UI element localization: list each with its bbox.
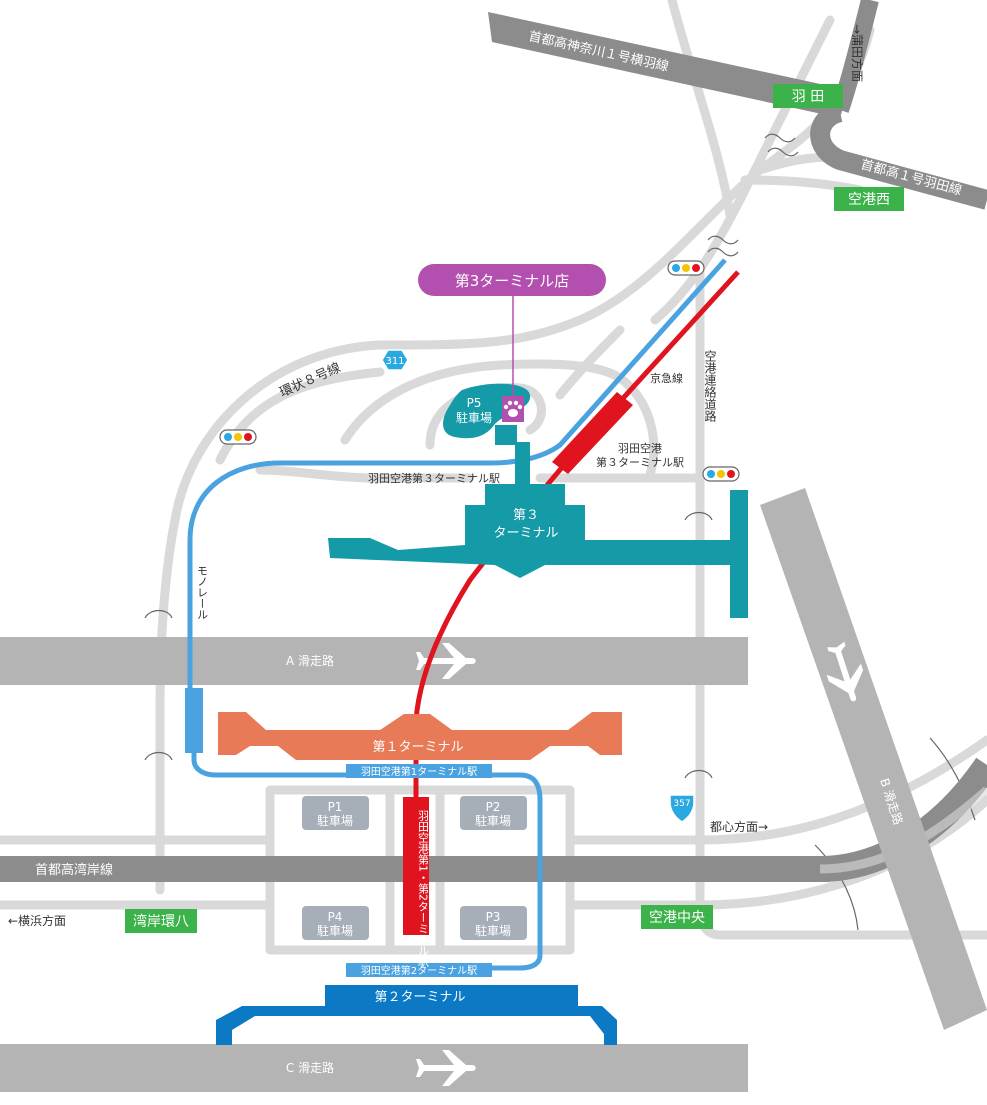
p1-parking (302, 796, 369, 830)
exit-kuko-chuo (641, 905, 713, 929)
runway-c (0, 1044, 748, 1092)
runway-a-label: A 滑走路 (286, 653, 334, 668)
exit-wangan-kanpachi (125, 909, 197, 933)
keikyu-t3-label-1: 羽田空港 (618, 441, 662, 455)
terminal-2 (216, 985, 617, 1045)
route-357-label: 357 (673, 799, 690, 809)
monorail-t1-label: 羽田空港第1ターミナル駅 (361, 765, 477, 778)
p5-label-2: 駐車場 (456, 410, 492, 425)
terminal-1 (218, 712, 622, 760)
runways (0, 488, 987, 1092)
exit-haneda (773, 84, 843, 108)
kamata-direction-label: →蒲田方面 (850, 24, 865, 82)
p1-label-1: P1 (328, 800, 343, 814)
p2-label-2: 駐車場 (475, 813, 511, 828)
p2-label-1: P2 (486, 800, 501, 814)
tokyo-direction-label: 都心方面→ (710, 819, 768, 834)
store-name: 第3ターミナル店 (455, 272, 570, 290)
monorail-loop (191, 752, 543, 971)
wangan-label: 首都高湾岸線 (35, 862, 113, 878)
traffic-light-icon (667, 260, 705, 276)
t1-label: 第１ターミナル (372, 740, 463, 755)
monorail-t3-label: 羽田空港第３ターミナル駅 (368, 471, 500, 485)
t3-label-1: 第３ (513, 508, 539, 523)
keikyu-t12-label: 羽田空港第1・第2ターミナル駅 (417, 810, 430, 968)
rail-lines (185, 258, 740, 971)
t3-building (328, 484, 732, 578)
t2-label: 第２ターミナル (374, 990, 465, 1005)
monorail-t1-label-box (346, 764, 492, 778)
t3-pier (730, 490, 748, 618)
p3-parking (460, 906, 527, 940)
store-bubble (418, 264, 606, 296)
keikyu-t3-label-2: 第３ターミナル駅 (596, 455, 684, 469)
exit-wangan-kanpachi-label: 湾岸環八 (133, 913, 189, 930)
keikyu-line-label: 京急線 (650, 371, 683, 385)
exit-haneda-label: 羽 田 (792, 89, 824, 105)
keikyu-t12-platform (403, 797, 429, 935)
runway-b (760, 488, 987, 1030)
p2-parking (460, 796, 527, 830)
t3-connector (495, 425, 517, 445)
p4-label-2: 駐車場 (317, 923, 353, 938)
p4-label-1: P4 (328, 910, 343, 924)
yokohama-direction-label: ←横浜方面 (8, 913, 66, 928)
monorail-line (187, 258, 727, 690)
monorail-label: モノレール (196, 565, 209, 620)
store-marker (418, 264, 606, 422)
p1-label-2: 駐車場 (317, 813, 353, 828)
paw-icon (503, 400, 523, 417)
exit-signs (125, 84, 904, 933)
runway-a (0, 637, 748, 685)
keikyu-line (413, 270, 740, 800)
p5-label-1: P5 (467, 396, 482, 410)
route-311-label: 311 (385, 356, 404, 367)
exit-kuko-nishi-label: 空港西 (848, 192, 890, 208)
t3-connector (515, 442, 530, 484)
keikyu-t3-platform (552, 392, 633, 474)
traffic-light-icon (702, 466, 740, 482)
p3-label-1: P3 (486, 910, 501, 924)
route-shield-357: 357 (669, 794, 695, 823)
monorail-station-platform (185, 688, 203, 753)
airport-road-label: 空港連絡道路 (703, 350, 717, 423)
p4-parking (302, 906, 369, 940)
p3-label-2: 駐車場 (475, 923, 511, 938)
runway-c-label: C 滑走路 (286, 1060, 334, 1075)
monorail-t2-label-box (346, 963, 492, 977)
traffic-light-icon (219, 429, 257, 445)
map-labels: 首都高神奈川１号横羽線 首都高１号羽田線 首都高湾岸線 環状８号線 空港連絡道路… (8, 24, 964, 1075)
bridge-marks (144, 133, 976, 931)
exit-kuko-chuo-label: 空港中央 (649, 910, 705, 926)
t3-label-2: ターミナル (493, 526, 558, 541)
parking-lots (302, 796, 527, 940)
monorail-t2-label: 羽田空港第2ターミナル駅 (361, 964, 477, 977)
route-shield-311: 311 (381, 349, 409, 371)
exit-kuko-nishi (834, 187, 904, 211)
